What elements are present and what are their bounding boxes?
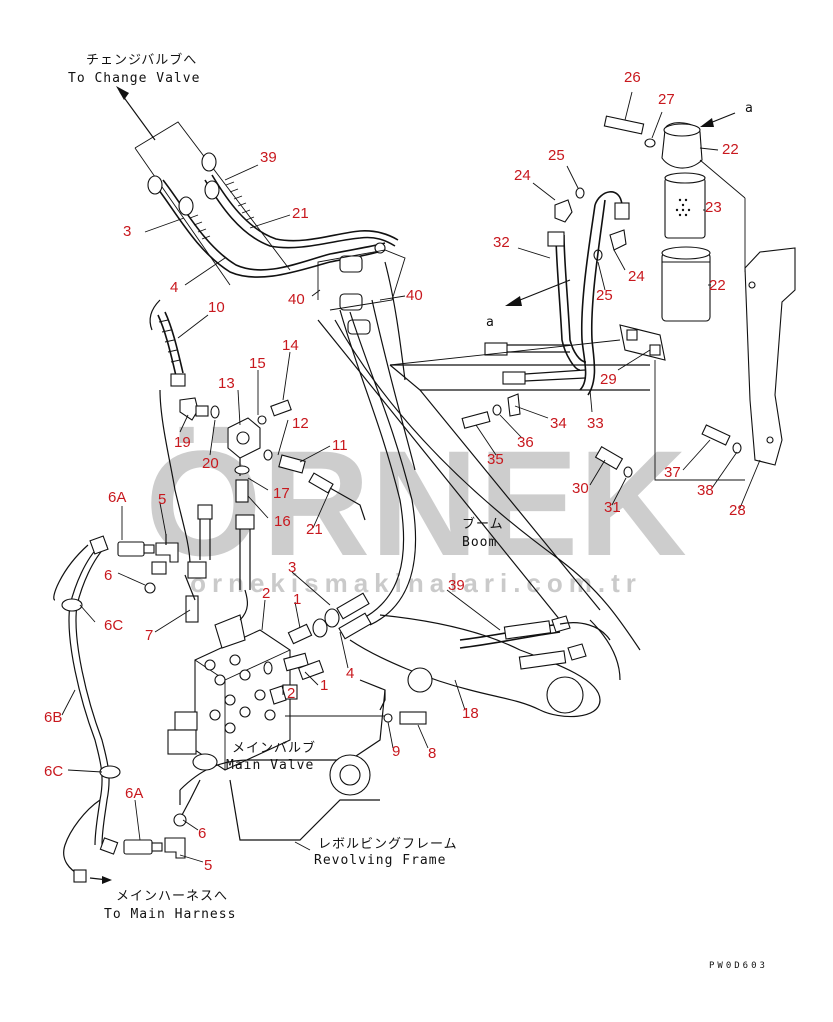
callout-34: 34 xyxy=(550,415,567,432)
fitting-17 xyxy=(234,465,250,503)
callout-8: 8 xyxy=(428,745,436,762)
tube-32-33 xyxy=(484,191,630,396)
revolving-frame-label-en: Revolving Frame xyxy=(314,853,446,868)
main-valve-label-en: Main Valve xyxy=(226,758,314,773)
callout-25: 25 xyxy=(596,287,613,304)
callout-5: 5 xyxy=(204,857,212,874)
revolving-frame xyxy=(179,679,386,851)
callout-28: 28 xyxy=(729,502,746,519)
main-harness-label-en: To Main Harness xyxy=(104,907,236,922)
ref-a-top: a xyxy=(745,101,754,116)
callout-20: 20 xyxy=(202,455,219,472)
callout-27: 27 xyxy=(658,91,675,108)
callout-39: 39 xyxy=(448,577,465,594)
boom-outline xyxy=(317,319,650,718)
callout-21: 21 xyxy=(306,521,323,538)
callout-4: 4 xyxy=(346,665,354,682)
callout-23: 23 xyxy=(705,199,722,216)
callout-6c-top: 6C xyxy=(104,617,123,634)
callout-6-top: 6 xyxy=(104,567,112,584)
callout-26: 26 xyxy=(624,69,641,86)
callout-33: 33 xyxy=(587,415,604,432)
ref-arrow-left xyxy=(505,279,571,306)
callout-24: 24 xyxy=(628,268,645,285)
callout-36: 36 xyxy=(517,434,534,451)
callout-3: 3 xyxy=(288,559,296,576)
pressure-switch-group-upper xyxy=(117,534,199,623)
callout-6: 6 xyxy=(198,825,206,842)
callout-31: 31 xyxy=(604,499,621,516)
callout-25-top: 25 xyxy=(548,147,565,164)
callout-14: 14 xyxy=(282,337,299,354)
callout-6c: 6C xyxy=(44,763,63,780)
callout-4-top: 4 xyxy=(170,279,178,296)
boom-label-jp: ブーム xyxy=(462,516,504,532)
main-valve-label-jp: メインバルブ xyxy=(232,740,316,756)
callout-10: 10 xyxy=(208,299,225,316)
callout-38: 38 xyxy=(697,482,714,499)
callout-6a-top: 6A xyxy=(108,489,126,506)
callout-16: 16 xyxy=(274,513,291,530)
harness-wiring xyxy=(53,535,121,883)
callout-2: 2 xyxy=(287,685,295,702)
filter-assembly xyxy=(603,115,796,466)
watermark: ÖRNEK ornekismakinalari.com.tr xyxy=(145,419,687,598)
callout-40-right: 40 xyxy=(406,287,423,304)
hose-16-vertical xyxy=(159,389,255,621)
hose-bundle-upper xyxy=(147,152,399,335)
leader-lines xyxy=(61,91,761,863)
drawing-code: PW0D603 xyxy=(709,961,768,971)
callout-11: 11 xyxy=(332,437,348,454)
callout-6a: 6A xyxy=(125,785,143,802)
callout-12: 12 xyxy=(292,415,309,432)
callout-32: 32 xyxy=(493,234,510,251)
callout-17: 17 xyxy=(273,485,290,502)
change-valve-label-en: To Change Valve xyxy=(68,71,200,86)
solenoid-13 xyxy=(227,399,292,476)
callout-22: 22 xyxy=(709,277,726,294)
fittings-19-20 xyxy=(179,397,220,421)
callout-39-top: 39 xyxy=(260,149,277,166)
fitting-8-9 xyxy=(285,711,427,725)
callout-numbers: 26 27 22 24 25 23 32 24 25 22 39 21 3 4 … xyxy=(44,69,746,874)
callout-19: 19 xyxy=(174,434,191,451)
hose-39-lower xyxy=(459,615,611,670)
hose-bundle-boom xyxy=(334,261,641,651)
change-valve-arrow xyxy=(116,86,156,141)
callout-1-top: 1 xyxy=(293,591,301,608)
callout-7: 7 xyxy=(145,627,153,644)
fitting-11-12 xyxy=(263,449,366,521)
callout-35: 35 xyxy=(487,451,504,468)
callout-29: 29 xyxy=(600,371,617,388)
callout-21-top: 21 xyxy=(292,205,309,222)
boom-label-en: Boom xyxy=(462,535,497,550)
change-valve-label-jp: チェンジバルブへ xyxy=(86,52,197,68)
fittings-main-valve xyxy=(263,592,372,705)
ref-a-left: a xyxy=(486,315,495,330)
callout-1: 1 xyxy=(320,677,328,694)
callout-2-top: 2 xyxy=(262,585,270,602)
revolving-frame-label-jp: レボルビングフレーム xyxy=(318,837,458,852)
callout-3-top: 3 xyxy=(123,223,131,240)
callout-9: 9 xyxy=(392,743,400,760)
callout-5-top: 5 xyxy=(158,491,166,508)
watermark-url: ornekismakinalari.com.tr xyxy=(190,568,642,598)
callout-15: 15 xyxy=(249,355,266,372)
callout-13: 13 xyxy=(218,375,235,392)
main-harness-arrow xyxy=(89,876,112,884)
callout-40-left: 40 xyxy=(288,291,305,308)
main-harness-label-jp: メインハーネスへ xyxy=(116,889,228,904)
callout-37: 37 xyxy=(664,464,681,481)
callout-30: 30 xyxy=(572,480,589,497)
callout-18: 18 xyxy=(462,705,479,722)
callout-22-top: 22 xyxy=(722,141,739,158)
fitting-lower-6a-5 xyxy=(123,779,201,859)
callout-24-top: 24 xyxy=(514,167,531,184)
fittings-24-25 xyxy=(554,187,627,261)
callout-6b: 6B xyxy=(44,709,62,726)
plate-29 xyxy=(389,324,745,481)
hose-10 xyxy=(149,299,186,387)
ref-arrow-top xyxy=(700,112,736,127)
